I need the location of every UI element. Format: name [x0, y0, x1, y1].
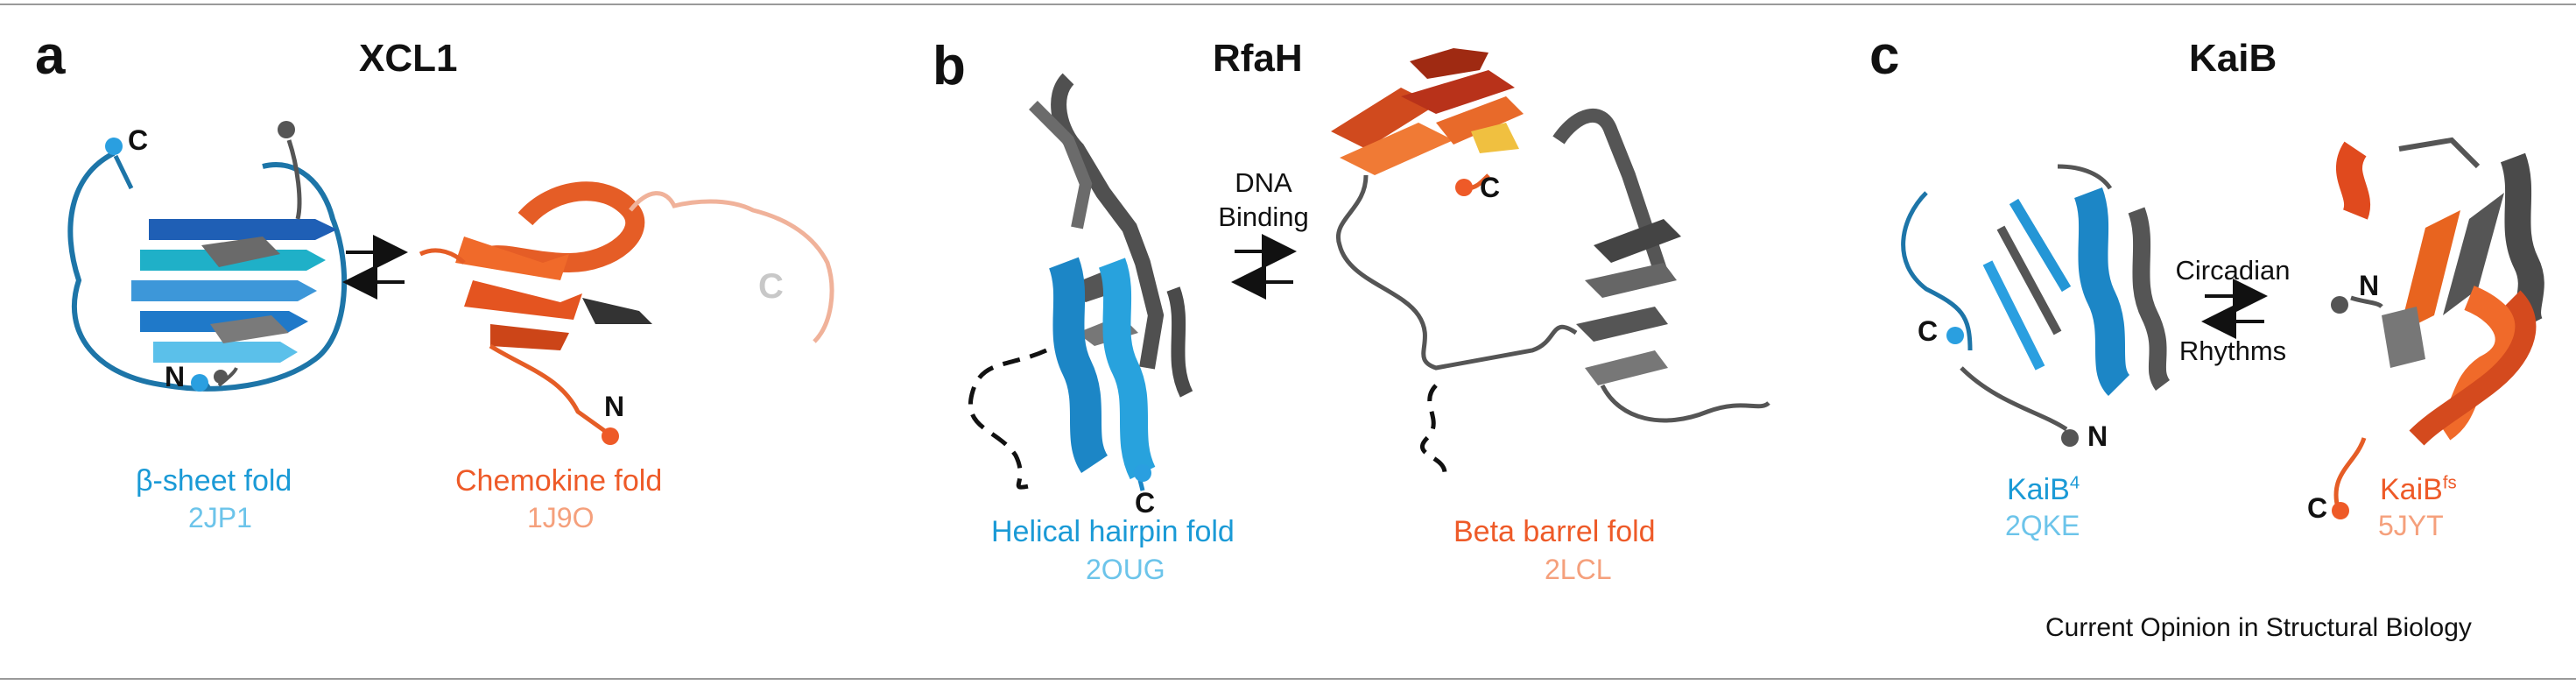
rfah-arrow-label-line2: Binding — [1218, 201, 1309, 232]
panel-b-title: RfaH — [1213, 37, 1303, 80]
kaib-right-c-label: C — [2307, 492, 2328, 524]
xcl1-right-n-terminus-marker — [602, 427, 619, 445]
xcl1-left-fold-label: β-sheet fold — [136, 464, 292, 498]
panel-a-title: XCL1 — [359, 37, 458, 80]
rfah-arrow-label-line1: DNA — [1235, 167, 1292, 198]
xcl1-beta-sheet-structure — [67, 139, 348, 392]
xcl1-left-n-label: N — [165, 361, 186, 392]
panel-b-letter: b — [933, 36, 966, 96]
kaib-left-c-terminus-marker — [1946, 327, 1964, 344]
rfah-right-c-terminus-marker — [1455, 179, 1473, 196]
rfah-right-fold-label: Beta barrel fold — [1453, 515, 1656, 548]
panel-c-title: KaiB — [2189, 37, 2277, 80]
kaib-right-n-label: N — [2359, 270, 2380, 301]
xcl1-chemokine-structure — [419, 181, 834, 436]
rfah-right-c-label: C — [1480, 172, 1501, 203]
rfah-helical-hairpin-structure — [968, 73, 1193, 491]
kaib-left-fold-base: KaiB — [2007, 473, 2070, 506]
rfah-arrow-label: DNA Binding — [1207, 166, 1320, 235]
kaib-arrow-label-top: Circadian — [2175, 255, 2291, 286]
kaib-right-n-terminus-marker — [2331, 296, 2348, 314]
xcl1-right-fold-label: Chemokine fold — [455, 464, 663, 498]
xcl1-left-n-terminus-marker — [191, 374, 208, 392]
kaib-right-fold-label: KaiBfs — [2380, 473, 2457, 507]
kaib-left-n-terminus-marker — [2061, 429, 2079, 447]
rfah-beta-barrel-structure — [1331, 48, 1770, 474]
rfah-left-pdb-label: 2OUG — [1086, 554, 1165, 585]
xcl1-left-pdb-label: 2JP1 — [188, 502, 252, 533]
xcl1-right-pdb-label: 1J9O — [527, 502, 595, 533]
xcl1-left-gray-terminus-marker-2 — [214, 370, 228, 384]
xcl1-right-n-label: N — [604, 391, 625, 422]
kaib-right-c-terminus-marker — [2332, 502, 2349, 519]
rfah-left-c-label: C — [1135, 487, 1156, 519]
xcl1-left-gray-terminus-marker — [278, 121, 295, 138]
panel-c-letter: c — [1869, 25, 1900, 86]
rfah-left-fold-label: Helical hairpin fold — [991, 515, 1235, 548]
bottom-rule — [0, 678, 2576, 680]
kaib-left-fold-label: KaiB4 — [2007, 473, 2080, 507]
kaib-left-c-label: C — [1918, 315, 1939, 347]
top-rule — [0, 4, 2576, 5]
kaib-left-fold-sup: 4 — [2069, 473, 2080, 493]
kaib-left-n-label: N — [2087, 420, 2108, 452]
kaib-arrow-label-bottom: Rhythms — [2178, 335, 2287, 366]
xcl1-right-c-label: C — [758, 267, 784, 306]
panel-a-letter: a — [35, 25, 66, 86]
rfah-right-pdb-label: 2LCL — [1545, 554, 1612, 585]
xcl1-left-c-label: C — [128, 124, 149, 156]
kaib-4-structure — [1901, 164, 2171, 432]
journal-credit: Current Opinion in Structural Biology — [2045, 613, 2472, 642]
rfah-left-c-terminus-marker — [1134, 464, 1151, 482]
kaib-fs-structure — [2333, 137, 2544, 509]
kaib-right-fold-base: KaiB — [2380, 473, 2443, 506]
xcl1-left-c-terminus-marker — [105, 138, 123, 155]
kaib-right-fold-sup: fs — [2442, 473, 2457, 493]
kaib-right-pdb-label: 5JYT — [2378, 510, 2444, 541]
kaib-left-pdb-label: 2QKE — [2005, 510, 2080, 541]
